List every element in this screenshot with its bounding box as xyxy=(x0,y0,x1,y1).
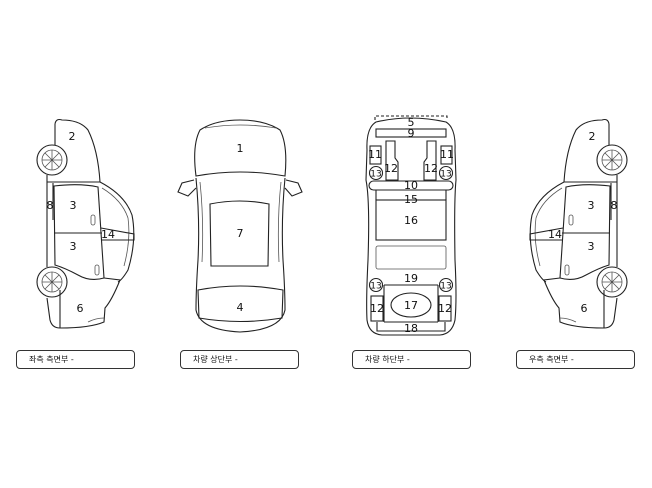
part-3-rear-door[interactable]: 3 xyxy=(70,240,77,253)
part-13-rear-left[interactable]: 13 xyxy=(370,282,381,292)
part-16[interactable]: 16 xyxy=(404,214,418,227)
part-4[interactable]: 4 xyxy=(237,301,244,314)
part-9[interactable]: 9 xyxy=(408,127,415,140)
part-13-front-left[interactable]: 13 xyxy=(370,170,381,180)
part-11-right[interactable]: 11 xyxy=(440,148,454,161)
part-11-left[interactable]: 11 xyxy=(368,148,382,161)
part-19[interactable]: 19 xyxy=(404,272,418,285)
right-side-label-box[interactable]: 우측 측면부 - xyxy=(516,350,635,369)
part-10[interactable]: 10 xyxy=(404,179,418,192)
part-12-front-right[interactable]: 12 xyxy=(424,162,438,175)
part-3-rear-door[interactable]: 3 xyxy=(588,240,595,253)
part-13-rear-right[interactable]: 13 xyxy=(440,282,451,292)
part-12-rear-right[interactable]: 12 xyxy=(438,302,452,315)
bottom-view: 5 9 11 11 12 12 13 13 10 15 16 19 13 13 … xyxy=(365,115,457,336)
top-label-box[interactable]: 차량 상단부 - xyxy=(180,350,299,369)
part-12-rear-left[interactable]: 12 xyxy=(370,302,384,315)
part-14[interactable]: 14 xyxy=(548,228,562,241)
part-8[interactable]: 8 xyxy=(47,199,54,212)
part-3-front-door[interactable]: 3 xyxy=(588,199,595,212)
part-14[interactable]: 14 xyxy=(101,228,115,241)
part-8[interactable]: 8 xyxy=(611,199,618,212)
top-view: 1 7 4 xyxy=(177,119,303,333)
part-15[interactable]: 15 xyxy=(404,193,418,206)
part-6[interactable]: 6 xyxy=(581,302,588,315)
part-2[interactable]: 2 xyxy=(589,130,596,143)
part-13-front-right[interactable]: 13 xyxy=(440,170,451,180)
left-side-label-box[interactable]: 좌측 측면부 - xyxy=(16,350,135,369)
part-6[interactable]: 6 xyxy=(77,302,84,315)
part-18[interactable]: 18 xyxy=(404,322,418,335)
left-side-view: 2 8 3 3 14 6 xyxy=(36,118,135,329)
part-7[interactable]: 7 xyxy=(237,227,244,240)
part-12-front-left[interactable]: 12 xyxy=(384,162,398,175)
bottom-label-box[interactable]: 차량 하단부 - xyxy=(352,350,471,369)
part-3-front-door[interactable]: 3 xyxy=(70,199,77,212)
part-1[interactable]: 1 xyxy=(237,142,244,155)
right-side-view: 2 8 3 3 14 6 xyxy=(529,118,628,329)
part-5[interactable]: 5 xyxy=(408,116,415,129)
part-17[interactable]: 17 xyxy=(404,299,418,312)
part-2[interactable]: 2 xyxy=(69,130,76,143)
